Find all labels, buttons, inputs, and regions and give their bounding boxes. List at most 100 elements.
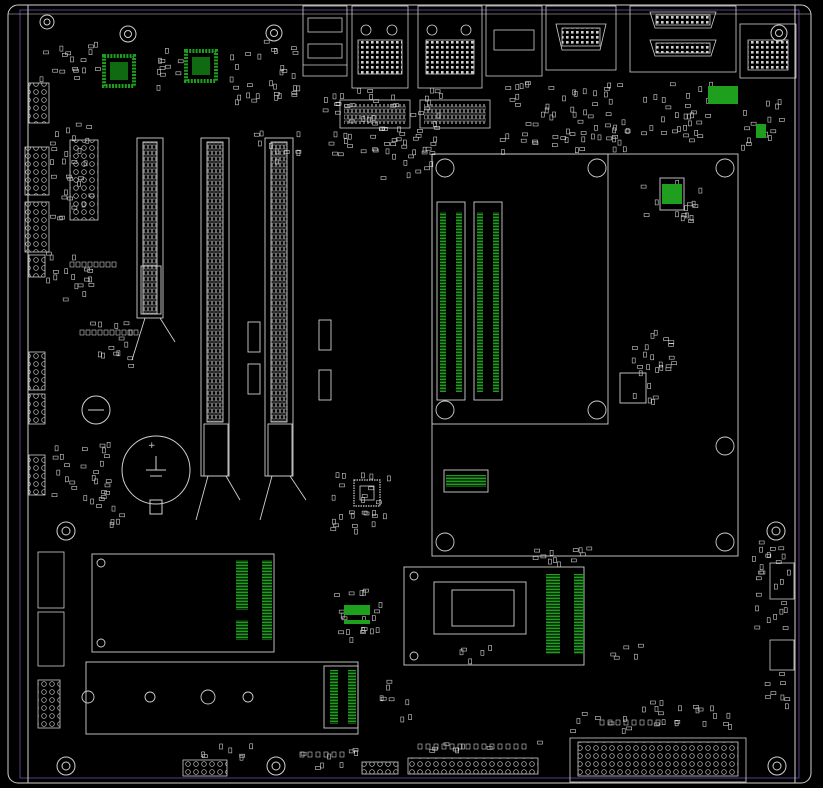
passive-component: [249, 743, 253, 750]
passive-component: [90, 498, 94, 505]
passive-component: [604, 91, 608, 98]
passive-component: [412, 136, 419, 141]
passive-component: [315, 766, 321, 770]
passive-component: [50, 214, 56, 219]
passive-component: [750, 121, 757, 126]
passive-component: [61, 158, 66, 165]
passive-component: [405, 699, 410, 706]
pad: [489, 743, 495, 750]
passive-component: [665, 105, 672, 110]
mini-pcie-slot-2: [403, 566, 585, 666]
passive-component: [551, 143, 558, 147]
pad: [91, 329, 97, 336]
passive-component: [400, 716, 405, 723]
passive-component: [384, 142, 390, 146]
passive-component: [779, 672, 785, 676]
passive-component: [66, 127, 70, 134]
passive-component: [375, 500, 382, 505]
passive-component: [770, 691, 777, 696]
passive-component: [65, 51, 71, 56]
passive-component: [624, 129, 631, 134]
passive-component: [425, 146, 432, 151]
passive-component: [570, 729, 576, 733]
passive-component: [410, 113, 417, 117]
passive-component: [94, 41, 98, 48]
passive-component: [655, 367, 660, 373]
passive-component: [755, 605, 759, 612]
passive-component: [114, 323, 119, 329]
passive-component: [328, 141, 335, 146]
pad: [69, 261, 75, 268]
passive-component: [75, 122, 82, 127]
passive-component: [339, 513, 343, 520]
passive-component: [228, 747, 233, 754]
passive-component: [65, 476, 69, 483]
passive-component: [339, 762, 344, 768]
passive-component: [98, 497, 105, 501]
passive-component: [281, 69, 288, 73]
passive-component: [777, 99, 782, 105]
passive-component: [62, 297, 69, 302]
passive-component: [101, 352, 105, 359]
passive-component: [525, 81, 531, 85]
passive-component: [566, 128, 570, 135]
qfp-chip-2: [184, 49, 218, 83]
passive-component: [621, 119, 626, 126]
passive-component: [106, 441, 111, 448]
passive-component: [361, 510, 368, 515]
passive-component: [784, 697, 791, 702]
passive-component: [698, 187, 703, 194]
passive-component: [604, 87, 610, 91]
passive-component: [337, 152, 344, 157]
passive-component: [45, 251, 52, 256]
passive-component: [640, 184, 647, 189]
passive-component: [291, 91, 298, 95]
passive-component: [591, 133, 595, 140]
passive-component: [569, 132, 576, 136]
passive-component: [59, 215, 65, 220]
buzzer: [81, 395, 111, 425]
passive-component: [372, 147, 378, 152]
passive-component: [519, 83, 524, 89]
passive-component: [159, 59, 166, 63]
pad: [655, 719, 661, 726]
passive-component: [387, 475, 391, 482]
passive-component: [691, 200, 696, 207]
passive-component: [581, 711, 588, 716]
passive-component: [64, 151, 69, 157]
passive-component: [332, 93, 337, 100]
passive-component: [49, 254, 54, 261]
passive-component: [520, 138, 527, 143]
passive-component: [369, 473, 374, 480]
passive-component: [621, 728, 626, 734]
passive-component: [661, 719, 666, 726]
passive-component: [433, 136, 438, 143]
passive-component: [322, 108, 329, 113]
passive-component: [406, 172, 411, 179]
passive-component: [697, 707, 704, 712]
passive-component: [438, 93, 443, 99]
passive-component: [552, 111, 556, 118]
passive-component: [429, 161, 434, 167]
pad-rows: [69, 261, 661, 758]
passive-component: [680, 215, 685, 222]
passive-component: [59, 45, 64, 52]
passive-component: [606, 136, 612, 141]
passive-component: [338, 609, 345, 614]
passive-component: [50, 174, 57, 179]
passive-component: [360, 472, 365, 479]
passive-component: [343, 138, 348, 144]
passive-component: [647, 397, 652, 404]
left-pin-headers: [24, 82, 99, 729]
passive-component: [632, 393, 637, 399]
passive-component: [672, 129, 678, 134]
passive-component: [705, 114, 712, 118]
passive-component: [661, 131, 667, 135]
passive-component: [374, 609, 380, 614]
passive-component: [573, 91, 578, 97]
passive-component: [578, 547, 583, 554]
mounting-holes: [39, 14, 788, 776]
passive-component: [697, 134, 704, 138]
passive-component: [769, 546, 776, 551]
audio-connector: [739, 23, 797, 79]
